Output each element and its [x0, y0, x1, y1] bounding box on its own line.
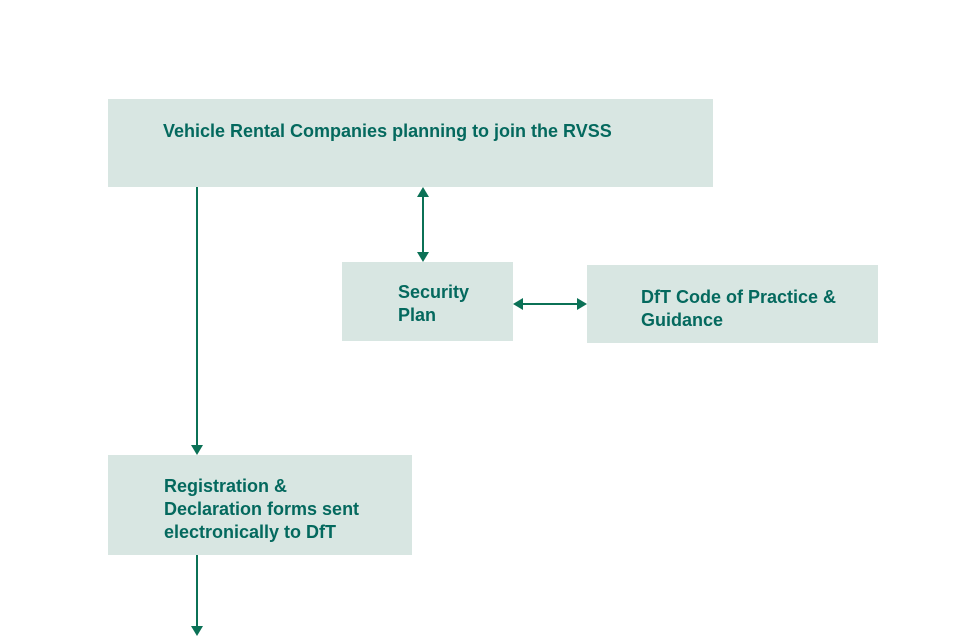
connector-registration-to-bottom-line: [196, 555, 198, 627]
node-label-dft-code-of-practice: DfT Code of Practice & Guidance: [641, 287, 837, 330]
arrowhead-down-icon: [191, 626, 203, 636]
node-registration-declaration: Registration & Declaration forms sent el…: [108, 455, 412, 555]
node-label-security-plan: Security Plan: [398, 282, 470, 325]
node-vehicle-rental-companies: Vehicle Rental Companies planning to joi…: [108, 99, 713, 187]
arrowhead-left-icon: [513, 298, 523, 310]
node-label-registration-declaration: Registration & Declaration forms sent el…: [164, 476, 360, 542]
node-label-vehicle-rental-companies: Vehicle Rental Companies planning to joi…: [163, 121, 612, 141]
arrowhead-down-icon: [191, 445, 203, 455]
arrowhead-down-icon: [417, 252, 429, 262]
node-security-plan: Security Plan: [342, 262, 513, 341]
arrowhead-right-icon: [577, 298, 587, 310]
connector-top-to-security-line: [422, 196, 424, 253]
connector-top-to-registration-line: [196, 187, 198, 446]
node-dft-code-of-practice: DfT Code of Practice & Guidance: [587, 265, 878, 343]
connector-security-to-dft-line: [521, 303, 579, 305]
arrowhead-up-icon: [417, 187, 429, 197]
